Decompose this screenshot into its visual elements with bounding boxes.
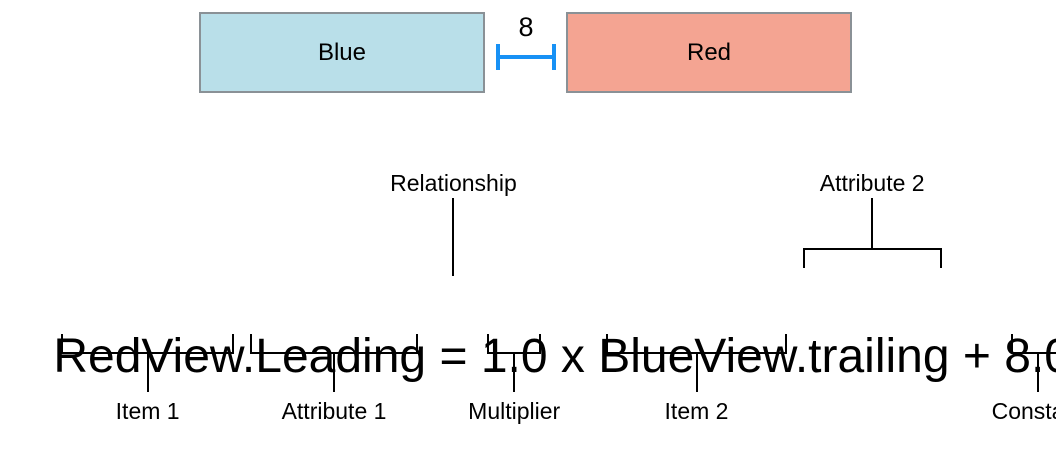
formula-times-operator: x [547,330,599,383]
connector-line [333,354,335,392]
annotation-item-2: Item 2 [606,334,787,424]
annotation-attribute-2: Attribute 2 [802,170,942,268]
connector-line [1036,354,1039,392]
formula-space [426,330,439,383]
annotation-attribute-1: Attribute 1 [249,334,419,424]
annotation-label: Attribute 1 [281,398,387,424]
annotation-label: Relationship [390,170,517,196]
annotation-label: Multiplier [468,398,561,424]
annotation-item-1: Item 1 [61,334,234,424]
bracket-under-item1 [61,334,234,354]
formula-relation-equals: = [439,330,468,383]
formula-attribute2: .trailing [794,330,950,383]
bracket-under-constant [1010,334,1056,354]
blue-view-label: Blue [317,38,367,66]
annotation-constant: Constant [992,334,1056,424]
formula-plus-operator: + [949,330,1005,383]
annotation-relationship: Relationship [390,170,517,276]
connector-line [513,354,516,392]
connector-line [695,354,698,392]
connector-line [146,354,149,392]
bracket-under-multiplier [487,334,541,354]
annotation-multiplier: Multiplier [468,334,560,424]
constraint-formula: RedView.Leading = 1.0 x BlueView.trailin… [0,273,1056,383]
bracket-over-attribute2 [802,248,942,268]
annotation-label: Attribute 2 [819,170,925,196]
spacing-ibeam-icon [496,44,556,70]
connector-line [452,198,455,276]
formula-space [467,330,480,383]
connector-line [871,198,874,248]
spacing-ibeam-line [500,55,552,59]
blue-view-box: Blue [199,12,485,93]
red-view-label: Red [686,38,732,66]
red-view-box: Red [566,12,852,93]
bracket-under-item2 [606,334,787,354]
spacing-value: 8 [518,12,534,42]
annotation-label: Item 1 [115,398,180,424]
annotation-label: Constant [991,398,1056,424]
bracket-under-attribute1 [249,334,419,354]
annotation-label: Item 2 [664,398,729,424]
